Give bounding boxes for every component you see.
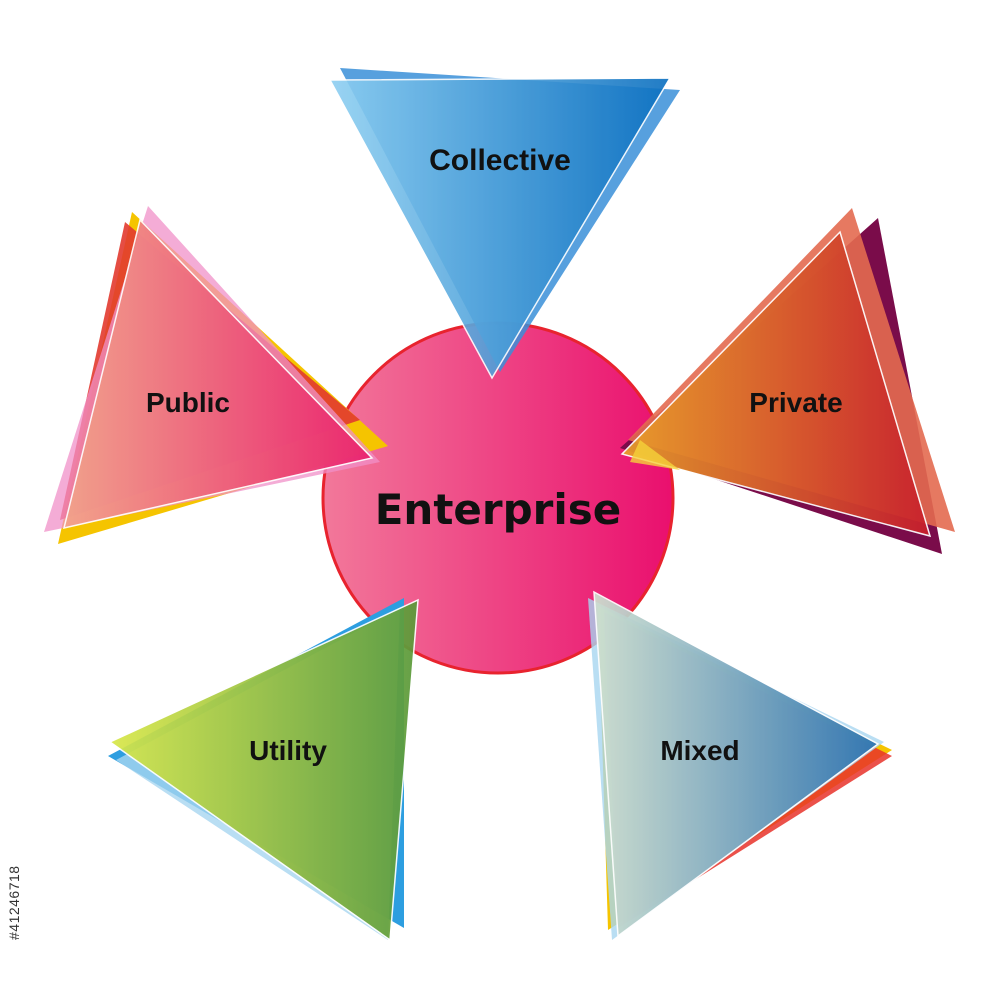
center-label: Enterprise	[375, 485, 622, 534]
collective-label: Collective	[429, 144, 571, 177]
private-label: Private	[749, 387, 842, 418]
segment-mixed: Mixed	[588, 590, 892, 940]
segment-collective: Collective	[328, 68, 680, 380]
utility-label: Utility	[249, 735, 327, 766]
public-triangle	[62, 218, 374, 530]
private-triangle	[620, 230, 932, 538]
mixed-label: Mixed	[660, 735, 739, 766]
utility-triangle	[108, 598, 419, 942]
public-label: Public	[146, 387, 230, 418]
private-triangle-accent	[630, 440, 680, 470]
segment-public: Public	[44, 206, 388, 544]
segment-utility: Utility	[108, 598, 419, 942]
stock-id-text: #41246718	[6, 865, 22, 940]
mixed-triangle	[593, 590, 880, 938]
collective-triangle	[328, 77, 672, 380]
segment-private: Private	[620, 208, 955, 554]
